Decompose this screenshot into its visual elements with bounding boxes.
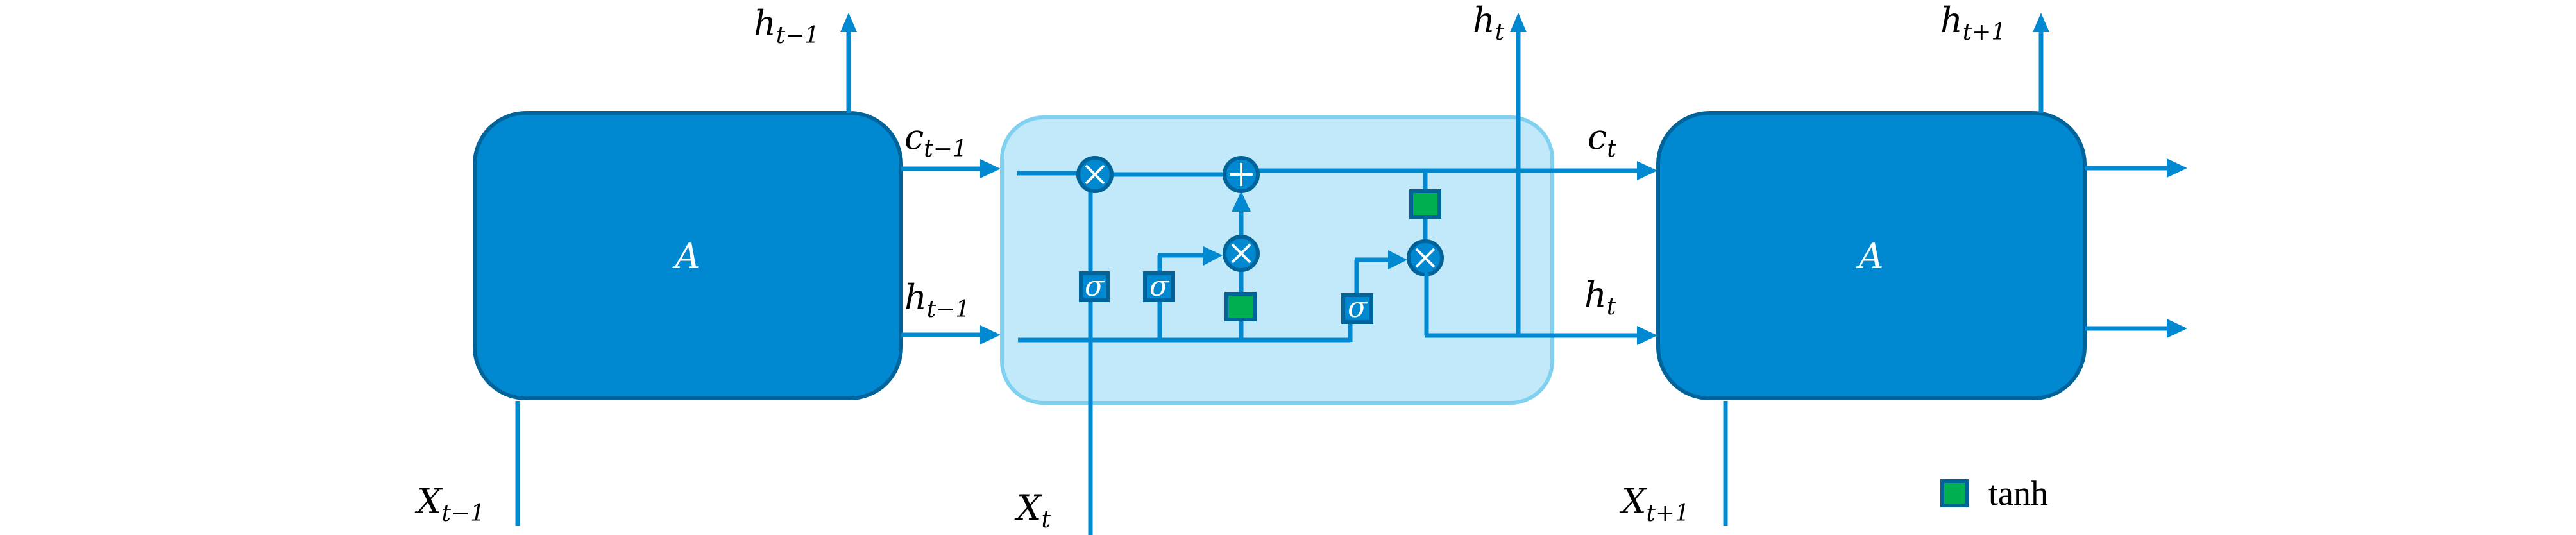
sigma-input-label: σ xyxy=(1149,270,1170,303)
arrowhead-h-next-out xyxy=(2167,319,2187,338)
sigma-input-gate xyxy=(1143,271,1175,302)
label-h-next-top: ht+1 xyxy=(1940,0,2006,46)
arrowhead-h-prev-up xyxy=(840,13,857,32)
legend: tanh xyxy=(1940,474,2048,513)
label-c-prev: ct−1 xyxy=(904,117,967,162)
legend-tanh-swatch xyxy=(1940,479,1969,507)
multiply-output-op xyxy=(1407,239,1444,276)
sigma-output-gate xyxy=(1341,293,1373,324)
tanh-output xyxy=(1409,189,1441,219)
block-next-label: A xyxy=(1856,236,1884,276)
block-prev-label: A xyxy=(672,236,700,276)
label-h-prev-top: ht−1 xyxy=(754,3,819,49)
sigma-output-label: σ xyxy=(1348,291,1368,324)
arrowhead-h-cur xyxy=(1637,326,1657,345)
label-h-prev: ht−1 xyxy=(904,277,970,323)
arrowhead-input-sigma xyxy=(1203,246,1223,266)
arrowhead-h-prev xyxy=(980,325,1001,344)
block-prev: A xyxy=(473,111,903,400)
arrowhead-to-add xyxy=(1232,191,1251,212)
arrowhead-c-cur xyxy=(1637,161,1657,180)
block-next: A xyxy=(1656,111,2087,400)
block-prev-box xyxy=(473,111,903,400)
multiply-input-op xyxy=(1223,235,1260,272)
tanh-candidate xyxy=(1224,292,1257,321)
multiply-forget-op xyxy=(1076,156,1114,193)
arrowhead-h-cur-up xyxy=(1510,13,1527,32)
label-x-next: Xt+1 xyxy=(1619,481,1690,527)
arrowhead-h-next-up xyxy=(2033,13,2049,32)
arrowhead-output-sigma xyxy=(1388,250,1407,269)
arrowhead-c-next-out xyxy=(2167,158,2187,178)
label-c-cur: ct xyxy=(1588,117,1616,162)
label-h-cur-top: ht xyxy=(1473,0,1505,46)
arrowhead-c-prev xyxy=(980,159,1001,178)
label-h-cur: ht xyxy=(1584,275,1616,320)
add-op xyxy=(1223,156,1260,193)
lstm-cell xyxy=(1000,115,1554,405)
sigma-forget-gate xyxy=(1079,271,1110,302)
sigma-forget-label: σ xyxy=(1085,270,1105,303)
label-x-prev: Xt−1 xyxy=(414,481,485,527)
legend-tanh-label: tanh xyxy=(1988,474,2048,513)
label-x-cur: Xt xyxy=(1014,488,1051,533)
block-next-box xyxy=(1656,111,2087,400)
